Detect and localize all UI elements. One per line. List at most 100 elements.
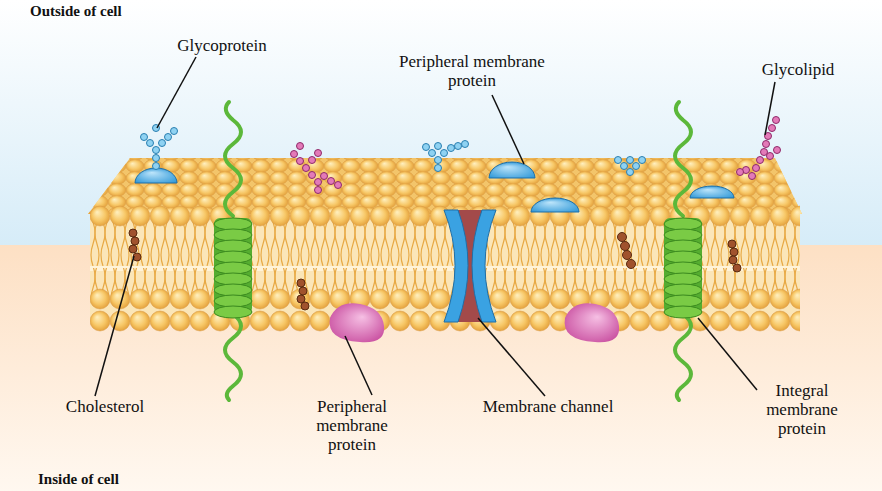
cholesterol <box>730 248 738 256</box>
glycolipid-chain <box>767 153 774 160</box>
glycolipid-chain <box>774 147 781 154</box>
glycoprotein-chain <box>141 134 148 141</box>
peripheral-protein <box>531 198 579 212</box>
integral-protein <box>664 295 702 307</box>
integral-protein <box>664 240 702 252</box>
glycoprotein-chain <box>147 140 154 147</box>
glycolipid-chain <box>315 187 322 194</box>
cholesterol <box>129 229 137 237</box>
glycoprotein-chain <box>153 155 160 162</box>
part-label: Glycoprotein <box>147 36 297 55</box>
integral-protein <box>664 306 702 318</box>
glycoprotein-chain <box>455 143 462 150</box>
glycoprotein-chain <box>462 141 469 148</box>
part-label: Integral membrane protein <box>752 381 852 438</box>
membrane-channel <box>444 210 496 322</box>
glycoprotein-chain <box>435 157 442 164</box>
glycoprotein-chain <box>165 134 172 141</box>
glycolipid-chain <box>335 182 342 189</box>
integral-protein <box>225 102 241 216</box>
glycolipid-chain <box>763 141 770 148</box>
cholesterol <box>733 264 741 272</box>
glycoprotein-chain <box>141 125 646 176</box>
region-label: Outside of cell <box>30 2 250 21</box>
integral-protein <box>664 229 702 241</box>
cholesterol <box>131 237 139 245</box>
glycolipid-chain <box>315 179 322 186</box>
cholesterol <box>297 279 305 287</box>
integral-protein <box>664 218 702 314</box>
integral-protein <box>664 102 702 400</box>
integral-protein <box>214 262 252 274</box>
glycolipid-chain <box>297 143 304 150</box>
cholesterol <box>129 245 137 253</box>
glycolipid-chain <box>753 165 760 172</box>
glycoprotein-chain <box>435 165 442 172</box>
glycolipid-chain <box>773 117 780 124</box>
integral-protein <box>214 251 252 263</box>
glycoprotein-chain <box>159 140 166 147</box>
cholesterol <box>627 260 636 269</box>
cholesterol <box>299 287 307 295</box>
glycolipid-chain <box>315 150 322 157</box>
cholesterol <box>621 242 630 251</box>
part-label: Glycolipid <box>738 60 858 79</box>
cholesterol <box>728 240 736 248</box>
membrane-channel <box>472 210 496 322</box>
part-label: Peripheral membrane protein <box>382 52 562 90</box>
glycolipid-chain <box>309 172 316 179</box>
integral-protein <box>214 218 252 230</box>
leader-line <box>478 318 545 396</box>
integral-protein <box>214 218 252 314</box>
glycoprotein-chain <box>615 157 622 164</box>
integral-protein <box>225 314 241 400</box>
integral-protein <box>664 262 702 274</box>
glycoprotein-chain <box>621 163 628 170</box>
glycolipid-chain <box>309 157 316 164</box>
cholesterol <box>729 256 737 264</box>
glycoprotein-chain <box>441 150 448 157</box>
glycolipid-chain <box>769 125 776 132</box>
integral-protein <box>214 295 252 307</box>
integral-protein <box>214 273 252 285</box>
integral-protein <box>214 240 252 252</box>
glycoprotein-chain <box>633 163 640 170</box>
leader-line <box>765 82 775 135</box>
integral-protein <box>214 229 252 241</box>
integral-protein <box>214 102 252 400</box>
cholesterol <box>618 233 627 242</box>
leader-line <box>157 57 196 128</box>
glycoprotein-chain <box>429 150 436 157</box>
part-label: Peripheral membrane protein <box>296 397 408 454</box>
glycoprotein-chain <box>153 163 160 170</box>
peripheral-protein <box>565 303 620 342</box>
integral-protein <box>675 314 691 400</box>
glycolipid-chain <box>291 117 781 194</box>
background <box>0 245 882 491</box>
glycolipid-chain <box>291 151 298 158</box>
integral-protein <box>675 102 691 216</box>
integral-protein <box>664 273 702 285</box>
cholesterol <box>623 251 632 260</box>
peripheral-protein <box>489 162 535 178</box>
peripheral-protein <box>135 162 734 342</box>
part-label: Membrane channel <box>458 397 638 416</box>
glycolipid-chain <box>757 157 764 164</box>
glycoprotein-chain <box>153 147 160 154</box>
leader-line <box>95 256 134 396</box>
background <box>0 0 882 245</box>
glycoprotein-chain <box>627 157 634 164</box>
glycolipid-chain <box>328 178 335 185</box>
integral-protein <box>664 218 702 230</box>
membrane-channel <box>444 210 468 322</box>
leader-line <box>345 336 372 395</box>
glycolipid-chain <box>737 169 744 176</box>
glycoprotein-chain <box>627 169 634 176</box>
glycoprotein-chain <box>435 143 442 150</box>
integral-protein <box>664 251 702 263</box>
glycolipid-chain <box>749 173 756 180</box>
peripheral-protein <box>330 303 385 342</box>
